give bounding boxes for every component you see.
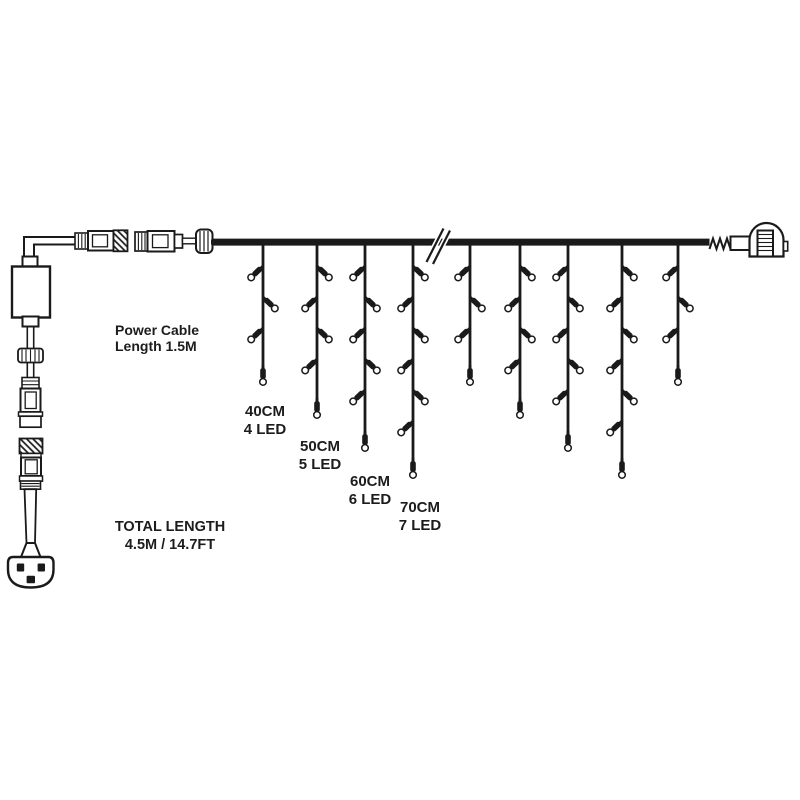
drop-legend-leds: 7 LED xyxy=(398,517,442,534)
led-bulb xyxy=(363,357,381,375)
led-bulb xyxy=(363,295,381,313)
led-bulb xyxy=(312,398,322,419)
led-bulb xyxy=(247,264,265,282)
connector-female-horizontal xyxy=(134,228,214,254)
led-bulb xyxy=(411,388,429,406)
led-bulb xyxy=(301,295,319,313)
twin-wire xyxy=(26,327,35,378)
led-bulb xyxy=(504,357,522,375)
led-bulb xyxy=(676,295,694,313)
led-bulb xyxy=(247,326,265,344)
main-cable xyxy=(211,238,711,246)
icicle-drops xyxy=(247,242,694,479)
led-bulb xyxy=(518,326,536,344)
led-bulb xyxy=(552,264,570,282)
led-bulb xyxy=(397,295,415,313)
total-length-label-line2: 4.5M / 14.7FT xyxy=(124,537,216,553)
led-bulb xyxy=(673,365,683,386)
total-length-label-line1: TOTAL LENGTH xyxy=(114,519,226,535)
led-bulb xyxy=(468,295,486,313)
plug-pin-holes xyxy=(16,563,45,584)
led-bulb xyxy=(606,357,624,375)
drop-legend-length: 70CM xyxy=(399,499,440,516)
power-adapter-assembly xyxy=(6,236,78,589)
led-bulb xyxy=(258,365,268,386)
icicle-drop xyxy=(247,242,279,386)
power-cable-label-line1: Power Cable xyxy=(115,322,200,338)
led-bulb xyxy=(552,326,570,344)
drop-legend-60cm: 60CM 6 LED xyxy=(335,473,405,509)
led-bulb xyxy=(662,326,680,344)
drop-legend-length: 50CM xyxy=(299,438,340,455)
power-cable-label: Power Cable Length 1.5M xyxy=(115,322,199,354)
led-bulb xyxy=(349,388,367,406)
led-bulb xyxy=(515,398,525,419)
led-bulb xyxy=(349,326,367,344)
led-bulb xyxy=(411,264,429,282)
icicle-drop xyxy=(454,242,486,386)
drop-legend-length: 40CM xyxy=(244,403,285,420)
led-bulb xyxy=(397,357,415,375)
led-bulb xyxy=(620,264,638,282)
led-bulb xyxy=(620,326,638,344)
led-bulb xyxy=(518,264,536,282)
connector-male-vertical xyxy=(17,376,44,429)
led-bulb xyxy=(261,295,279,313)
icicle-drop xyxy=(301,242,333,419)
led-bulb xyxy=(454,326,472,344)
drop-legend-leds: 4 LED xyxy=(243,421,287,438)
led-bulb xyxy=(617,458,627,479)
led-bulb xyxy=(620,388,638,406)
led-bulb xyxy=(315,264,333,282)
adapter-bottom-stub xyxy=(21,315,40,328)
drop-legend-length: 60CM xyxy=(349,473,390,490)
connector-male-horizontal xyxy=(74,229,129,253)
led-bulb xyxy=(465,365,475,386)
led-bulb xyxy=(566,295,584,313)
icicle-drop xyxy=(552,242,584,452)
led-bulb xyxy=(566,357,584,375)
cable-connector-pair xyxy=(74,228,214,254)
drop-legend-50cm: 50CM 5 LED xyxy=(285,438,355,474)
adapter-box xyxy=(10,265,52,319)
led-bulb xyxy=(552,388,570,406)
drop-legend-leds: 5 LED xyxy=(298,456,342,473)
icicle-drop xyxy=(662,242,694,386)
drop-legend-40cm: 40CM 4 LED xyxy=(230,403,300,439)
led-bulb xyxy=(397,419,415,437)
led-bulb xyxy=(504,295,522,313)
led-bulb xyxy=(563,431,573,452)
led-bulb xyxy=(411,326,429,344)
led-bulb xyxy=(408,458,418,479)
strain-relief-spring xyxy=(708,235,732,253)
connector-female-vertical xyxy=(18,437,44,482)
power-cable-label-line2: Length 1.5M xyxy=(115,338,197,354)
drop-legend-70cm: 70CM 7 LED xyxy=(385,499,455,535)
icicle-drop xyxy=(606,242,638,479)
led-bulb xyxy=(606,295,624,313)
icicle-drop xyxy=(504,242,536,419)
cable-break-mark xyxy=(424,227,453,266)
led-bulb xyxy=(349,264,367,282)
uk-plug xyxy=(6,555,55,589)
led-bulb xyxy=(662,264,680,282)
end-cap-connector xyxy=(708,221,789,258)
led-bulb xyxy=(301,357,319,375)
led-bulb xyxy=(606,419,624,437)
led-bulb xyxy=(360,431,370,452)
led-bulb xyxy=(454,264,472,282)
led-bulb xyxy=(315,326,333,344)
plug-cable xyxy=(19,480,42,558)
icicle-drop xyxy=(397,242,429,479)
icicle-drop xyxy=(349,242,381,452)
knurled-nut xyxy=(17,347,44,364)
drop-legend-leds: 6 LED xyxy=(348,491,392,508)
total-length-label: TOTAL LENGTH 4.5M / 14.7FT xyxy=(107,518,233,554)
